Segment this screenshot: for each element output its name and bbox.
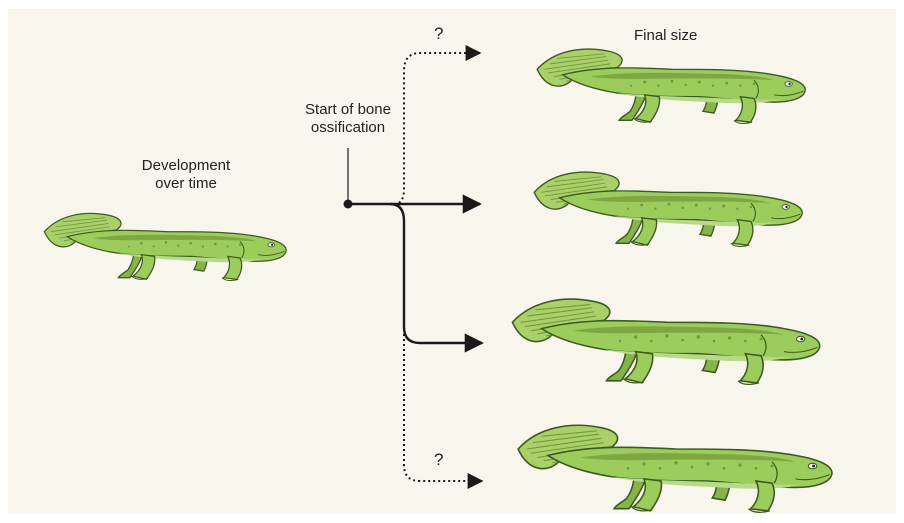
question-mark-bottom: ? bbox=[434, 451, 443, 469]
salamander-juvenile-icon bbox=[44, 213, 286, 280]
salamander-adult-2-icon bbox=[534, 172, 802, 246]
salamander-adult-3-icon bbox=[512, 299, 819, 384]
salamander-adult-1-icon bbox=[537, 49, 805, 123]
development-label-line2: over time bbox=[126, 175, 246, 193]
ossification-label-line1: Start of bone bbox=[288, 101, 408, 119]
ossification-label: Start of bone ossification bbox=[288, 101, 408, 137]
arrow-outcome-2 bbox=[390, 204, 482, 343]
ossification-dot bbox=[344, 200, 353, 209]
question-mark-top: ? bbox=[434, 25, 443, 43]
development-label: Development over time bbox=[126, 157, 246, 193]
salamander-adult-4-icon bbox=[518, 425, 832, 512]
figure-panel: Development over time Start of bone ossi… bbox=[8, 9, 896, 514]
development-label-line1: Development bbox=[126, 157, 246, 175]
final-size-label: Final size bbox=[634, 27, 697, 45]
ossification-label-line2: ossification bbox=[288, 119, 408, 137]
growth-diagram bbox=[8, 9, 896, 514]
